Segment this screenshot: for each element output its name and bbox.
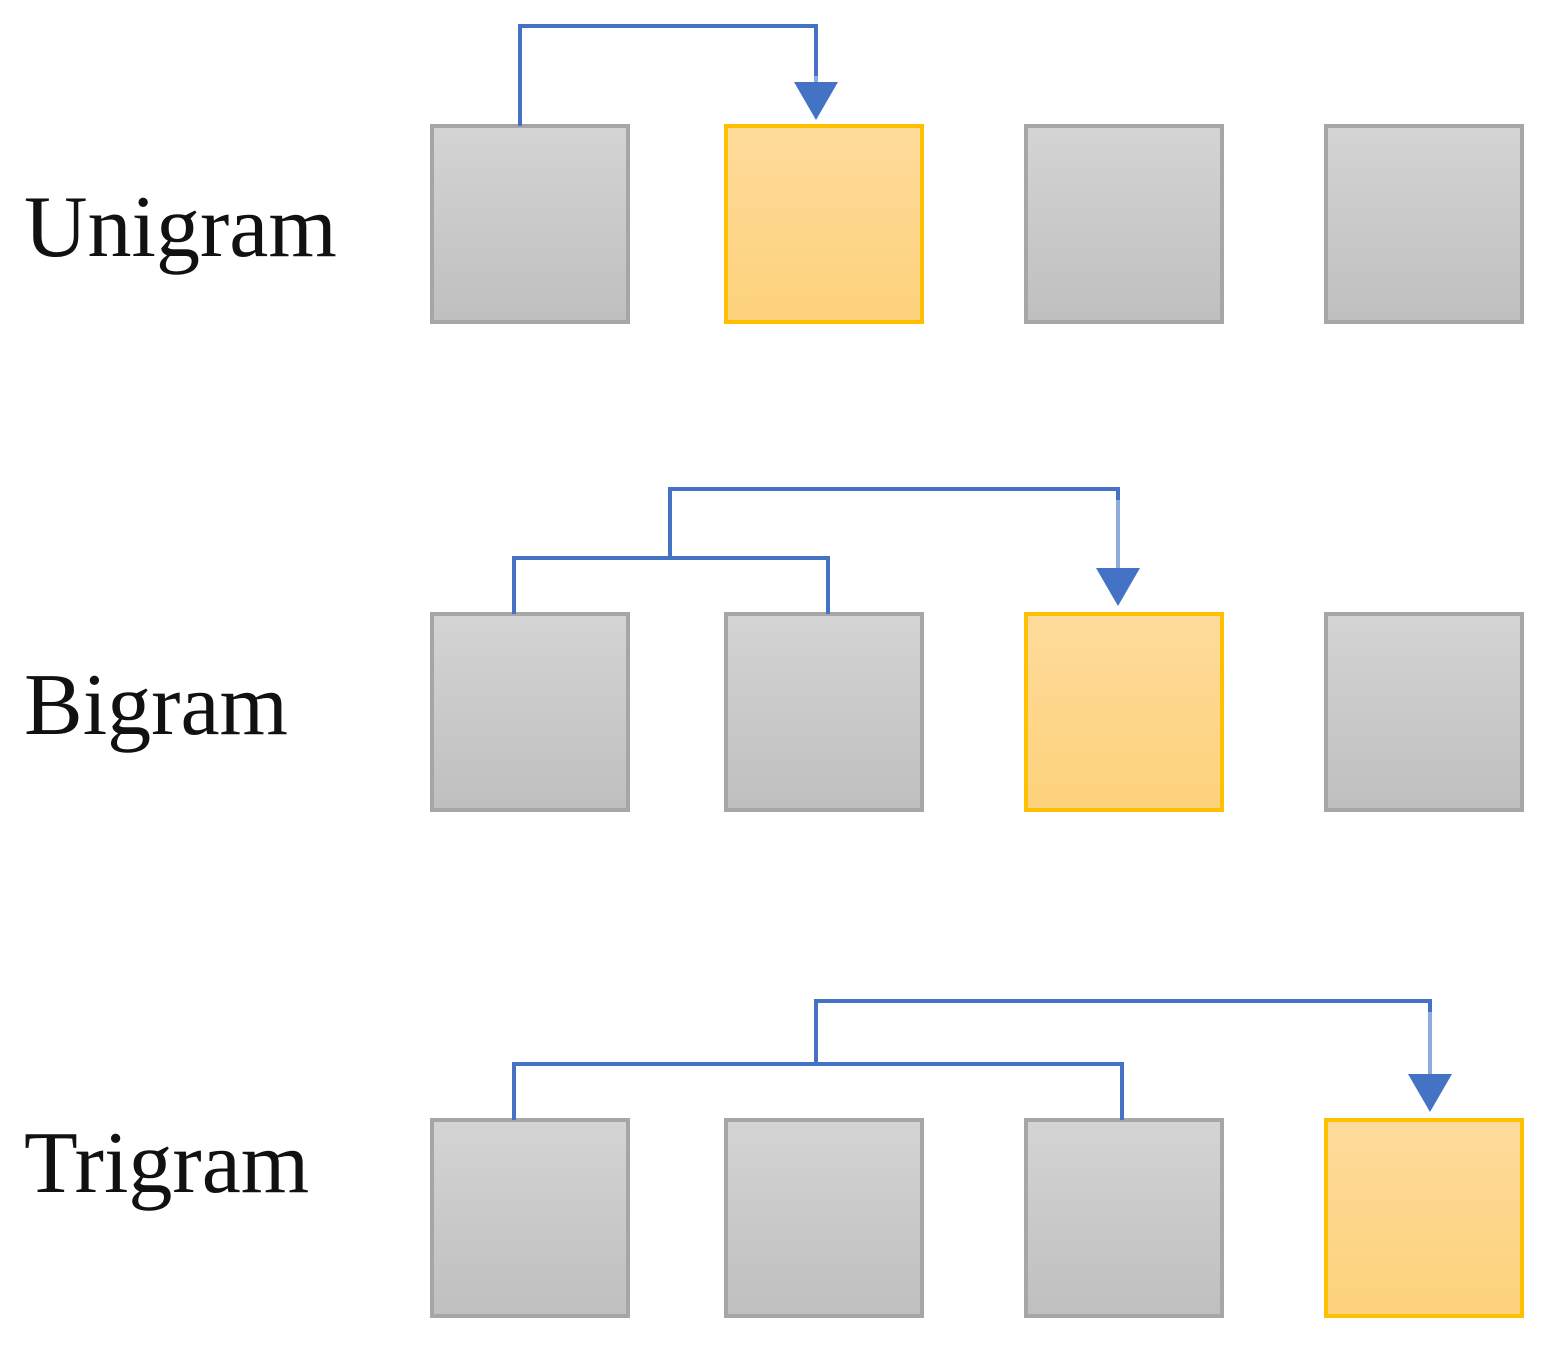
arrow-down-icon — [1096, 568, 1140, 606]
token-box-context — [430, 124, 630, 324]
arrow-down-icon — [1408, 1074, 1452, 1112]
dependency-connector — [518, 24, 818, 126]
token-box-target — [1324, 1118, 1524, 1318]
row-trigram: Trigram — [24, 999, 1524, 1318]
token-box-context — [724, 1118, 924, 1318]
token-box-context — [724, 612, 924, 812]
dependency-connector — [668, 487, 1120, 558]
dependency-connector — [814, 999, 1432, 1064]
token-box — [1324, 612, 1524, 812]
token-box-context — [430, 612, 630, 812]
row-label-bigram: Bigram — [24, 657, 288, 754]
token-box-context — [430, 1118, 630, 1318]
token-box-target — [724, 124, 924, 324]
arrow-down-icon — [794, 82, 838, 120]
row-label-trigram: Trigram — [24, 1115, 309, 1212]
context-bracket — [512, 556, 830, 614]
token-box-context — [1024, 1118, 1224, 1318]
row-label-unigram: Unigram — [24, 179, 337, 276]
row-bigram: Bigram — [24, 487, 1524, 812]
token-box — [1024, 124, 1224, 324]
context-bracket — [512, 1062, 1124, 1120]
token-box — [1324, 124, 1524, 324]
row-unigram: Unigram — [24, 24, 1524, 324]
token-box-target — [1024, 612, 1224, 812]
